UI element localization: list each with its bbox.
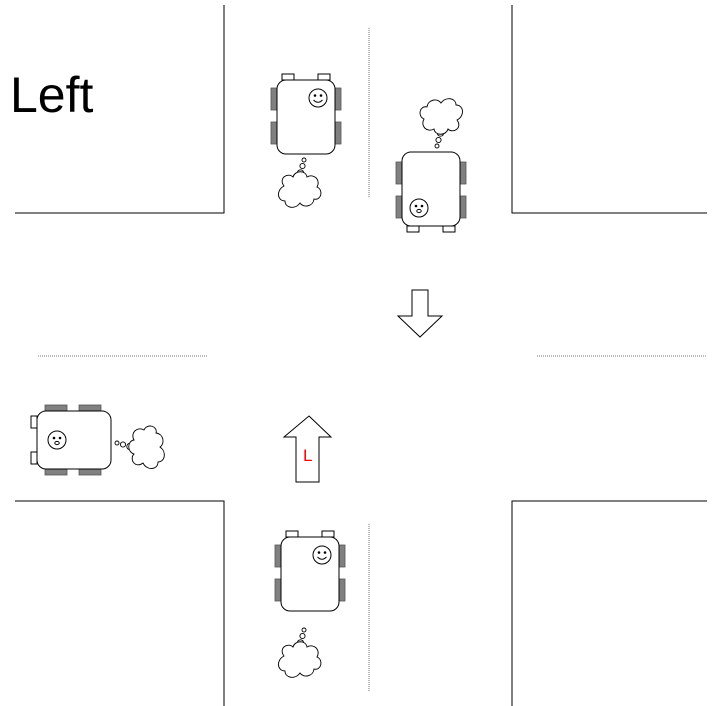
robot-face-icon <box>309 89 327 107</box>
robot-body <box>275 531 345 611</box>
thought-cloud-icon <box>115 426 164 469</box>
robot-face-icon <box>313 546 331 564</box>
robot-face-icon <box>48 431 66 449</box>
lane-dividers <box>38 28 707 692</box>
corner-bottom-left <box>15 501 224 706</box>
corner-top-right <box>512 5 707 213</box>
thought-cloud-icon <box>278 628 321 677</box>
corner-bottom-right <box>512 501 707 706</box>
robot-bottom <box>275 531 345 611</box>
robot-left <box>31 405 111 475</box>
robot-body <box>271 74 341 154</box>
robot-face-icon <box>410 199 428 217</box>
arrow-label: L <box>303 446 312 465</box>
robot-body <box>396 152 466 232</box>
robot-top-right <box>396 152 466 232</box>
arrow-down-icon <box>398 290 442 337</box>
thought-cloud-icon <box>420 99 463 148</box>
robot-body <box>31 405 111 475</box>
robot-top-left <box>271 74 341 154</box>
diagram-title: Left <box>10 67 94 123</box>
thought-cloud-icon <box>278 158 321 207</box>
